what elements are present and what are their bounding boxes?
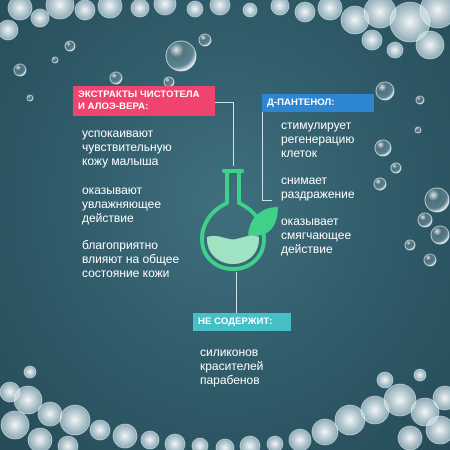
left-item-1: успокаивают чувствительную кожу малыша — [82, 126, 172, 168]
flask-leaf-icon — [200, 169, 278, 271]
panthenol-label: Д-ПАНТЕНОЛ: — [262, 94, 374, 112]
right-item-2: снимает раздражение — [281, 173, 355, 201]
left-item-3: благоприятно влияют на общее состояние к… — [82, 238, 180, 280]
extracts-label: ЭКСТРАКТЫ ЧИСТОТЕЛА И АЛОЭ-ВЕРА: — [73, 86, 215, 116]
free-from-label: НЕ СОДЕРЖИТ: — [193, 313, 291, 331]
center-top-divider — [233, 102, 234, 166]
right-divider — [262, 102, 263, 200]
center-bottom-divider — [236, 272, 237, 314]
left-divider — [206, 102, 234, 103]
right-connector — [262, 200, 272, 201]
right-item-3: оказывает смягчающее действие — [281, 214, 352, 256]
right-item-1: стимулирует регенерацию клеток — [281, 118, 355, 160]
left-item-2: оказывают увлажняющее действие — [82, 183, 162, 225]
free-from-list: силиконов красителей парабенов — [200, 345, 264, 387]
